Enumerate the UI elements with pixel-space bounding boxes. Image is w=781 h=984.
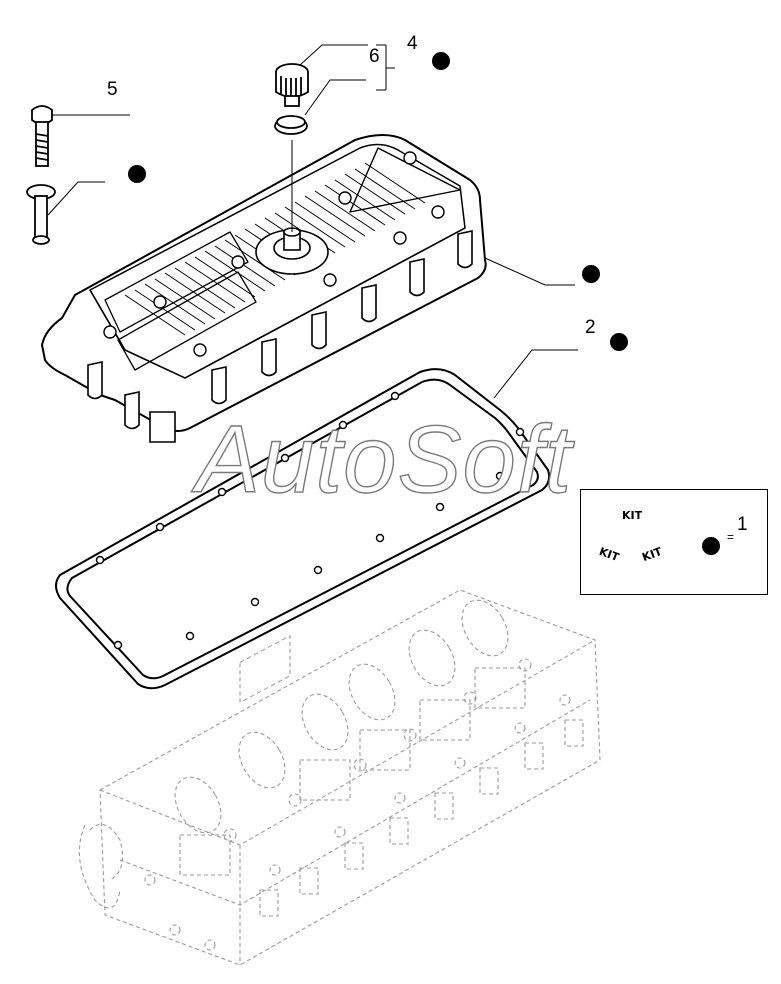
cover-bolt [31, 105, 53, 167]
kit-face-top-label: KIT [622, 509, 643, 522]
callout-6: 6 [369, 46, 380, 67]
leader-lines [47, 44, 578, 399]
gasket-bolt-notches [95, 391, 525, 650]
filler-cap [275, 63, 309, 107]
cover-side-posts [87, 230, 473, 443]
oil-filler-neck [255, 227, 329, 275]
callout-1: 1 [737, 514, 748, 535]
callout-4: 4 [407, 33, 418, 54]
valve-cover-gasket [55, 368, 551, 690]
kit-legend-dot [702, 537, 720, 555]
cover-boss-holes [103, 151, 445, 357]
filler-cap-seal [274, 115, 308, 135]
bolt-spacer [26, 184, 56, 245]
kit-marker-dot [128, 165, 146, 183]
kit-marker-dot [610, 333, 628, 351]
kit-marker-dot [432, 52, 450, 70]
kit-legend-equals: = [727, 530, 735, 544]
kit-marker-dot [582, 265, 600, 283]
kit-legend-box [580, 489, 768, 595]
callout-2: 2 [585, 317, 596, 338]
callout-5: 5 [107, 79, 118, 100]
watermark: AutoSoft [195, 406, 573, 513]
cylinder-head-phantom [78, 589, 601, 966]
